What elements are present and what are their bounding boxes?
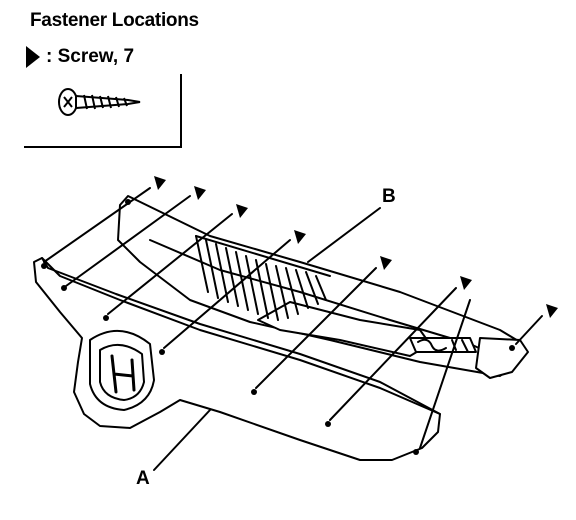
triangle-pointer-icon	[236, 204, 248, 218]
triangle-pointer-icon	[294, 230, 306, 244]
triangle-pointer-icon	[460, 276, 472, 290]
badge-emblem	[409, 337, 477, 353]
triangle-pointer-icon	[380, 256, 392, 270]
legend-box	[24, 74, 182, 148]
callout-a: A	[136, 468, 150, 489]
page-title: Fastener Locations	[30, 10, 199, 31]
fastener-pointers	[154, 176, 558, 318]
triangle-pointer-icon	[154, 176, 166, 190]
triangle-pointer-icon	[26, 46, 40, 68]
callout-b: B	[382, 186, 396, 207]
triangle-pointer-icon	[194, 186, 206, 200]
legend-screw: : Screw, 7	[26, 45, 134, 69]
legend-label: : Screw, 7	[46, 46, 135, 67]
triangle-pointer-icon	[546, 304, 558, 318]
screw-icon	[58, 88, 141, 116]
